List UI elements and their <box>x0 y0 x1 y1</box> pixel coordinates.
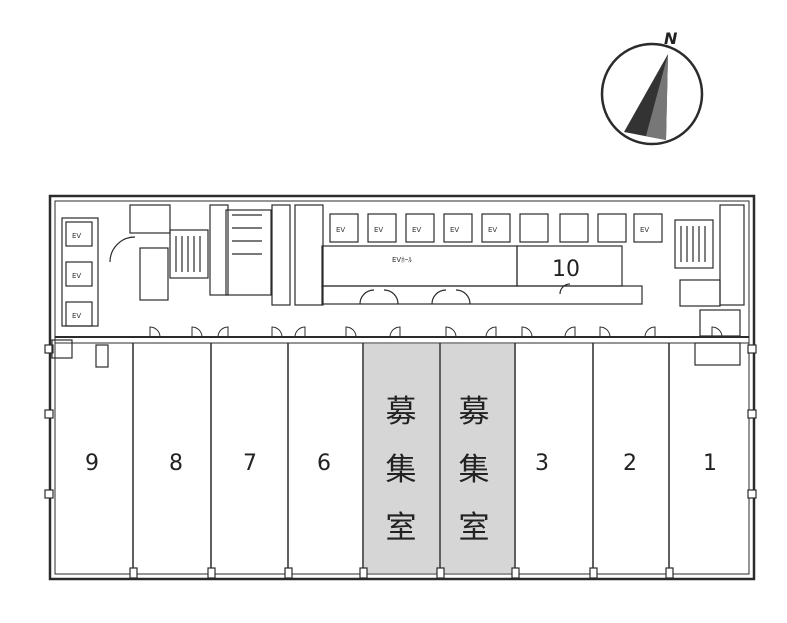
unit-4-vacant-char: 集 <box>459 452 490 488</box>
unit-labels: 9 8 7 6 募 集 室 募 集 室 3 2 1 <box>85 394 717 546</box>
unit-9-label: 9 <box>85 451 99 476</box>
door-swings <box>149 326 723 338</box>
elevator-label: EV <box>336 226 345 234</box>
core <box>51 204 745 368</box>
elevator-car <box>481 213 511 243</box>
elevator-label: EV <box>72 232 81 240</box>
stairs-left <box>169 229 209 279</box>
unit-6-label: 6 <box>317 451 331 476</box>
elevator-label: EV <box>374 226 383 234</box>
elevator-label: EV <box>488 226 497 234</box>
compass: N <box>600 29 704 146</box>
room-10-label: 10 <box>552 257 580 282</box>
unit-5-vacant-char: 集 <box>386 452 417 488</box>
unit-5-vacant-char: 室 <box>386 510 417 546</box>
outer-wall <box>48 194 756 581</box>
building-outline <box>48 194 756 581</box>
unit-4-vacant-char: 募 <box>459 394 490 430</box>
elevator-car <box>405 213 435 243</box>
unit-4-vacant-char: 室 <box>459 510 490 546</box>
elevator-label: EV <box>450 226 459 234</box>
inner-wall <box>54 200 750 575</box>
unit-4-vacant-fill <box>441 344 514 573</box>
north-label: N <box>664 29 678 48</box>
stairs-right <box>674 219 714 269</box>
elevator-car <box>329 213 359 243</box>
elevator-car <box>65 301 93 327</box>
compass-ring <box>600 42 704 146</box>
elevator-car <box>367 213 397 243</box>
unit-5-vacant-fill <box>364 344 439 573</box>
unit-1-label: 1 <box>703 451 717 476</box>
elevator-label: EV <box>72 272 81 280</box>
elevator-car <box>65 221 93 247</box>
unit-7-label: 7 <box>243 451 257 476</box>
unit-8-label: 8 <box>169 451 183 476</box>
columns <box>44 344 757 579</box>
core-labels: EV EV EV EV EV EV EV EV EV EVﾎｰﾙ 10 <box>72 226 649 320</box>
elevator-lobby <box>321 245 518 287</box>
elevator-label: EV <box>640 226 649 234</box>
lobby-label: EVﾎｰﾙ <box>392 256 412 264</box>
elevator-label: EV <box>72 312 81 320</box>
unit-partitions <box>132 343 670 574</box>
elevator-label: EV <box>412 226 421 234</box>
north-arrow-shade <box>646 54 668 140</box>
unit-5-vacant-char: 募 <box>386 394 417 430</box>
elevator-car <box>443 213 473 243</box>
unit-2-label: 2 <box>623 451 637 476</box>
elevator-car <box>633 213 663 243</box>
elevator-car <box>65 261 93 287</box>
unit-3-label: 3 <box>535 451 549 476</box>
